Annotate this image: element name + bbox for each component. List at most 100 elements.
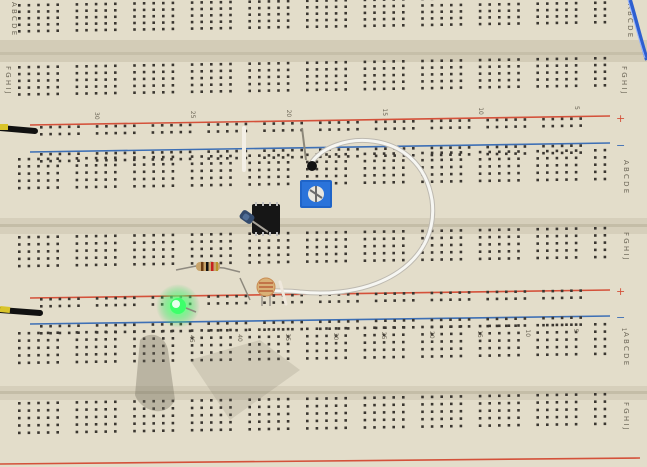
hole [344,238,347,241]
hole [190,27,194,30]
hole [392,396,395,399]
hole [210,76,213,80]
hole [277,12,280,16]
hole [27,416,31,420]
hole [286,412,290,416]
hole [306,12,309,16]
hole [94,85,98,88]
hole [507,235,511,239]
hole [94,263,98,267]
rail-hole [114,296,117,300]
rail-hole [542,323,545,327]
hole [306,327,309,331]
hole [267,398,271,401]
hole [450,250,453,254]
hole [27,29,31,33]
hole [517,150,520,153]
hole [546,323,549,327]
rail-hole [523,145,527,148]
rail-hole [505,297,508,301]
hole [258,405,261,409]
rail-hole [226,150,229,153]
hole [536,157,539,160]
hole [325,231,328,234]
rail-hole [272,328,276,331]
rail-hole [560,124,564,128]
hole [334,0,338,2]
hole [498,78,501,82]
hole [594,156,597,159]
hole [286,357,290,360]
hole [46,416,50,419]
hole [325,68,328,71]
hole [152,429,155,433]
hole [75,71,79,75]
hole [315,81,319,85]
hole [133,91,136,94]
rail-hole [216,123,220,126]
hole [75,263,79,267]
hole [382,87,386,91]
hole [478,402,482,405]
hole [430,244,434,247]
hole [478,347,482,350]
hole [574,77,578,81]
hole [536,346,539,349]
hole [229,232,232,236]
hole [603,7,607,11]
hole [498,324,501,328]
rail-hole [235,321,238,325]
hole [200,329,203,332]
hole [334,411,338,415]
rail-hole [514,125,517,128]
hole [459,250,463,254]
hole [430,166,434,169]
rail-hole [328,128,331,131]
hole [85,85,88,88]
hole [488,346,491,350]
hole [229,62,232,66]
hole [18,431,21,435]
hole [75,185,79,189]
hole [334,327,338,330]
hole [546,149,549,153]
hole [46,346,50,349]
hole [18,10,21,14]
rail-hole [560,316,564,320]
hole [402,244,405,247]
rail-hole [291,293,294,297]
hole [565,408,568,411]
hole [277,239,280,242]
rail-hole [551,117,555,121]
rail-hole [384,154,387,157]
hole [46,242,50,246]
hole [75,3,79,6]
hole [363,230,367,234]
rail-hole [486,290,489,294]
hole [392,159,395,162]
hole [152,91,155,94]
hole [219,13,223,17]
hole [392,340,395,344]
hole [210,183,213,187]
hole [56,235,59,238]
hole [498,250,501,253]
hole [162,63,165,67]
rail-hole [337,320,341,323]
hole [200,169,203,173]
hole [162,337,165,340]
hole [133,156,136,159]
rail-hole [467,291,471,294]
rail-hole [458,153,462,156]
hole [363,0,367,2]
hole [315,88,319,92]
rail-hole [207,295,210,298]
hole [104,415,107,418]
hole [459,402,463,406]
hole [267,75,271,79]
hole [267,68,271,72]
hole [133,170,136,174]
potentiometer [300,180,332,208]
rail-hole [384,147,387,150]
hole [46,157,50,161]
